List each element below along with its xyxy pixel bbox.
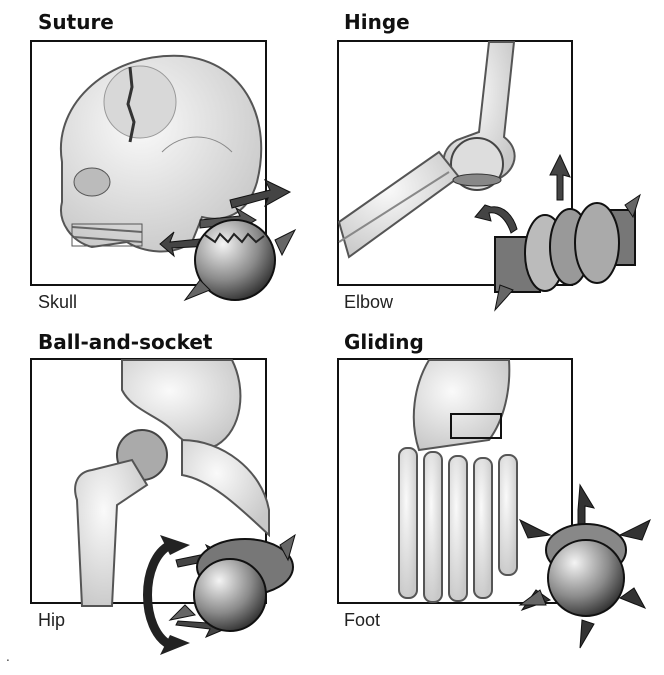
suture-joint-model-icon [160,180,300,310]
title-hinge: Hinge [344,10,410,34]
caption-hip: Hip [38,610,65,631]
title-gliding: Gliding [344,330,424,354]
caption-elbow: Elbow [344,292,393,313]
ball-and-socket-joint-model-icon [140,525,300,665]
gliding-joint-model-icon [510,480,660,650]
stray-mark: . [6,650,10,664]
title-ball-and-socket: Ball-and-socket [38,330,213,354]
caption-skull: Skull [38,292,77,313]
hinge-joint-model-icon [475,155,645,315]
title-suture: Suture [38,10,114,34]
caption-foot: Foot [344,610,380,631]
